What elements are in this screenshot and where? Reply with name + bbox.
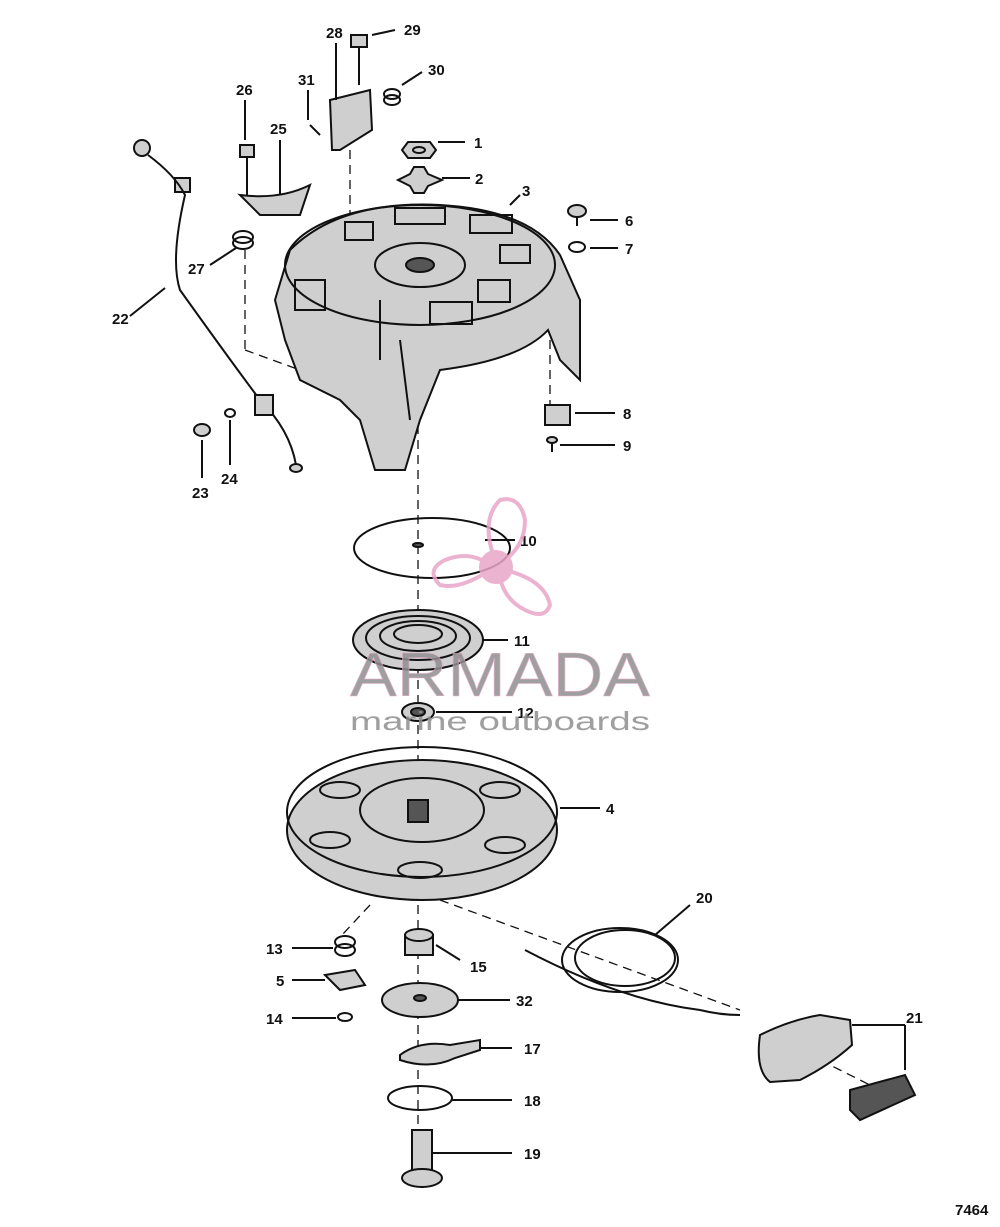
callout-8: 8 <box>623 406 631 423</box>
callout-26: 26 <box>236 82 253 99</box>
part-rope-pulley-4 <box>286 746 558 901</box>
callout-labels: 1 2 3 4 5 6 7 8 9 10 11 12 13 14 15 17 1… <box>112 22 923 1163</box>
part-spring-30 <box>383 88 401 106</box>
callout-2: 2 <box>475 171 483 188</box>
callout-32: 32 <box>516 993 533 1010</box>
callout-19: 19 <box>524 1146 541 1163</box>
part-pin-31 <box>309 124 321 136</box>
part-starter-housing <box>273 203 581 471</box>
part-starter-handle-21 <box>757 1013 917 1122</box>
part-washer-14 <box>337 1012 353 1022</box>
part-lever-28 <box>328 88 374 151</box>
part-stop-switch-wire-22 <box>133 139 303 473</box>
part-disc-10 <box>353 517 511 579</box>
part-washer-18 <box>387 1085 453 1111</box>
callout-5: 5 <box>276 973 284 990</box>
part-screw-23 <box>193 423 211 437</box>
callout-17: 17 <box>524 1041 541 1058</box>
part-spring-27 <box>232 230 254 250</box>
part-bracket-8 <box>544 404 571 426</box>
part-cam-plate-25 <box>237 183 312 216</box>
callout-30: 30 <box>428 62 445 79</box>
callout-4: 4 <box>606 801 615 818</box>
part-screw-19 <box>401 1129 443 1188</box>
part-pawl-5 <box>322 968 367 992</box>
part-washer-7 <box>568 241 586 253</box>
part-star-washer <box>395 166 445 194</box>
part-bushing-12 <box>401 702 435 722</box>
part-screw-6 <box>567 204 587 226</box>
callout-21: 21 <box>906 1010 923 1027</box>
part-screw-9 <box>546 436 558 452</box>
callout-11: 11 <box>514 633 530 650</box>
callout-23: 23 <box>192 485 209 502</box>
callout-24: 24 <box>221 471 238 488</box>
callout-29: 29 <box>404 22 421 39</box>
watermark-tagline: marine outboards <box>350 706 650 736</box>
part-nut <box>400 141 438 159</box>
callout-25: 25 <box>270 121 287 138</box>
propeller-logo-icon <box>431 497 553 616</box>
part-bolt-29 <box>350 34 368 85</box>
part-bolt-26 <box>239 144 255 195</box>
callout-9: 9 <box>623 438 631 455</box>
part-washer-32 <box>381 982 459 1018</box>
part-spring-13 <box>334 935 356 957</box>
callout-18: 18 <box>524 1093 541 1110</box>
watermark: ARMADA marine outboards <box>350 497 651 736</box>
watermark-brand: ARMADA <box>350 641 651 710</box>
part-washer-24 <box>224 408 236 418</box>
callout-6: 6 <box>625 213 633 230</box>
part-plate-17 <box>399 1038 481 1066</box>
callout-31: 31 <box>298 72 315 89</box>
part-rewind-spring-11 <box>352 609 484 671</box>
callout-14: 14 <box>266 1011 283 1028</box>
leader-lines <box>129 29 906 1154</box>
callout-15: 15 <box>470 959 487 976</box>
callout-22: 22 <box>112 311 129 328</box>
part-bushing-15 <box>404 928 434 956</box>
callout-13: 13 <box>266 941 283 958</box>
callout-27: 27 <box>188 261 205 278</box>
part-starter-rope-20 <box>524 927 741 1016</box>
callout-3: 3 <box>522 183 530 200</box>
callout-12: 12 <box>517 705 534 722</box>
callout-1: 1 <box>474 135 482 152</box>
callout-7: 7 <box>625 241 633 258</box>
callout-20: 20 <box>696 890 713 907</box>
callout-28: 28 <box>326 25 343 42</box>
figure-number: 7464 <box>955 1202 989 1219</box>
